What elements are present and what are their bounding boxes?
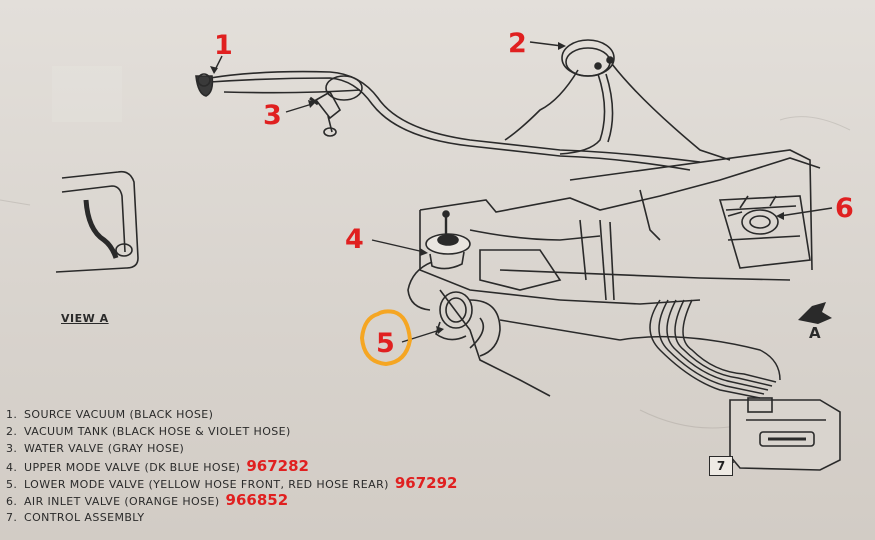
callout-arrowheads [210, 42, 784, 334]
legend-text: VACUUM TANK (BLACK HOSE & VIOLET HOSE) [24, 425, 291, 439]
legend-part-number: 967282 [246, 456, 309, 475]
callout-6: 6 [835, 193, 854, 224]
highlight-circle [359, 309, 413, 367]
legend-text: CONTROL ASSEMBLY [24, 511, 145, 525]
view-a-inset [55, 170, 139, 273]
legend-number: 4. [6, 460, 18, 474]
upper-mode-valve [407, 210, 471, 311]
callout-1: 1 [214, 30, 233, 61]
water-valve [309, 75, 363, 137]
legend-text: AIR INLET VALVE (ORANGE HOSE) [24, 494, 220, 508]
background-artifacts [0, 66, 851, 429]
legend-number: 5. [6, 477, 18, 491]
direction-arrow-a-icon [798, 302, 832, 324]
callout-4: 4 [345, 224, 364, 255]
legend-text: WATER VALVE (GRAY HOSE) [24, 442, 185, 456]
callout-5: 5 [376, 328, 395, 359]
legend-item: 2. VACUUM TANK (BLACK HOSE & VIOLET HOSE) [6, 423, 606, 440]
legend-number: 6. [6, 494, 18, 508]
view-a-label: VIEW A [61, 312, 109, 325]
control-assembly-callout-box: 7 [709, 456, 733, 476]
legend-item: 5. LOWER MODE VALVE (YELLOW HOSE FRONT, R… [6, 473, 606, 492]
control-assembly [717, 397, 841, 471]
air-inlet-valve [727, 195, 779, 235]
callout-2: 2 [508, 28, 527, 59]
heater-housing [419, 149, 821, 397]
legend-text: SOURCE VACUUM (BLACK HOSE) [24, 408, 214, 421]
vacuum-tank [561, 39, 615, 77]
legend-number: 7. [6, 511, 18, 525]
control-hose-bundle [499, 299, 781, 399]
legend-number: 1. [6, 408, 18, 421]
legend-item: 7. CONTROL ASSEMBLY [6, 509, 606, 526]
legend-number: 3. [6, 442, 18, 456]
legend-item: 4. UPPER MODE VALVE (DK BLUE HOSE) 967282 [6, 456, 606, 475]
legend-part-number: 967292 [394, 473, 458, 492]
legend-item: 1. SOURCE VACUUM (BLACK HOSE) [6, 406, 606, 423]
callout-3: 3 [263, 100, 282, 131]
lower-mode-valve [435, 291, 501, 357]
legend-item: 3. WATER VALVE (GRAY HOSE) [6, 440, 606, 457]
callout-leaders [213, 41, 833, 343]
legend-text: LOWER MODE VALVE (YELLOW HOSE FRONT, RED… [24, 477, 389, 491]
direction-arrow-label: A [809, 324, 821, 342]
legend-part-number: 966852 [225, 490, 289, 509]
legend-number: 2. [6, 425, 18, 439]
parts-legend: 1. SOURCE VACUUM (BLACK HOSE) 2. VACUUM TA… [6, 406, 606, 526]
legend-text: UPPER MODE VALVE (DK BLUE HOSE) [24, 460, 241, 474]
legend-item: 6. AIR INLET VALVE (ORANGE HOSE) 966852 [6, 490, 606, 509]
source-vacuum-fitting [195, 73, 214, 97]
vacuum-hoses [209, 63, 731, 171]
